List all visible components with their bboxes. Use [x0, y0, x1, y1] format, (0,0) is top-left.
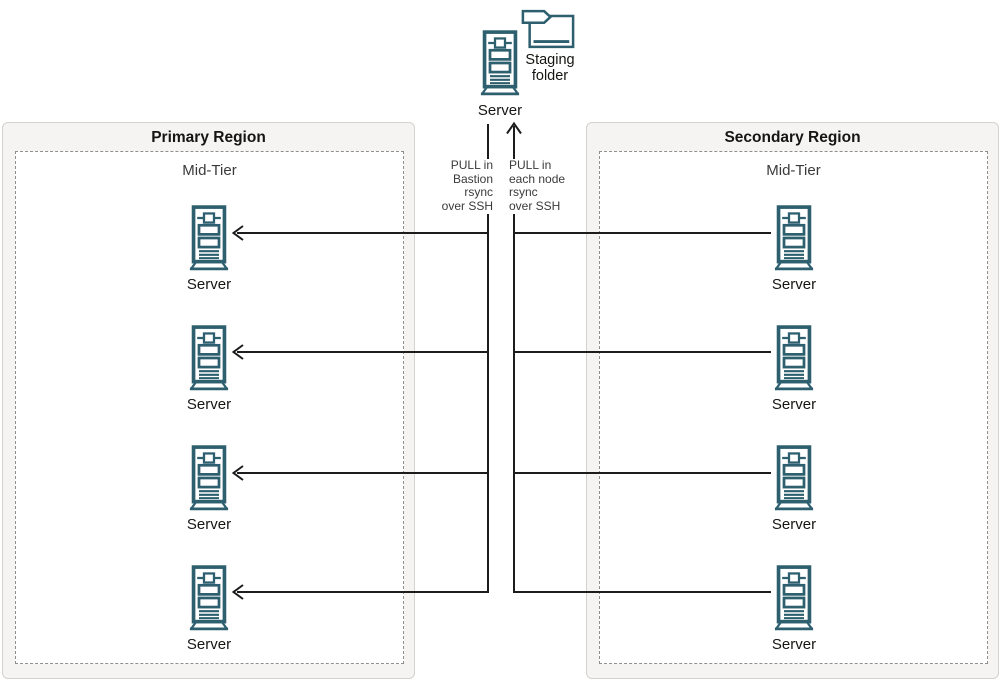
server-icon: [774, 324, 814, 392]
primary-server-node: Server: [159, 204, 259, 293]
server-label: Server: [186, 276, 232, 293]
secondary-midtier-label: Mid-Tier: [766, 162, 821, 179]
staging-folder-label: Staging folder: [525, 52, 575, 84]
primary-midtier-label: Mid-Tier: [182, 162, 237, 179]
server-label: Server: [186, 636, 232, 653]
server-label: Server: [771, 276, 817, 293]
secondary-server-node: Server: [744, 444, 844, 533]
secondary-region-title: Secondary Region: [724, 129, 861, 146]
staging-server-label: Server: [477, 102, 523, 119]
server-label: Server: [186, 516, 232, 533]
secondary-server-node: Server: [744, 324, 844, 413]
server-icon: [774, 204, 814, 272]
server-icon: [774, 564, 814, 632]
node-pull-label: PULL in each node rsync over SSH: [508, 158, 567, 214]
server-label: Server: [771, 516, 817, 533]
primary-region-box: Primary Region Mid-Tier Server Server Se…: [2, 122, 415, 679]
server-label: Server: [771, 396, 817, 413]
server-label: Server: [186, 396, 232, 413]
server-icon: [189, 564, 229, 632]
server-icon: [774, 444, 814, 512]
staging-folder-icon: [520, 9, 576, 50]
secondary-server-node: Server: [744, 204, 844, 293]
bastion-pull-label: PULL in Bastion rsync over SSH: [440, 158, 494, 214]
primary-region-title: Primary Region: [151, 129, 266, 146]
server-icon: [189, 444, 229, 512]
server-icon: [189, 204, 229, 272]
secondary-server-node: Server: [744, 564, 844, 653]
secondary-region-box: Secondary Region Mid-Tier Server Server …: [586, 122, 999, 679]
primary-server-node: Server: [159, 324, 259, 413]
staging-server-icon: [480, 29, 520, 97]
server-label: Server: [771, 636, 817, 653]
primary-server-node: Server: [159, 444, 259, 533]
server-icon: [189, 324, 229, 392]
primary-server-node: Server: [159, 564, 259, 653]
